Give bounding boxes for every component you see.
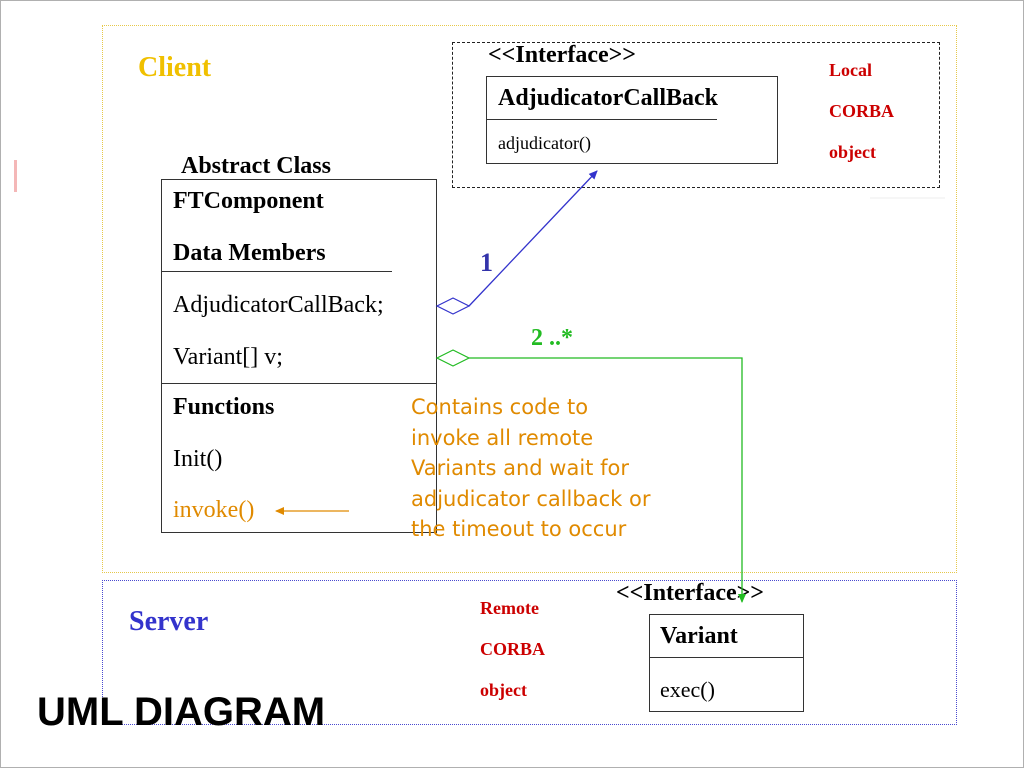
client-region [102, 25, 957, 573]
multiplicity-one: 1 [480, 248, 493, 277]
remote-note-line: Remote [480, 598, 539, 618]
server-region [102, 580, 957, 725]
class-name: AdjudicatorCallBack [498, 85, 719, 111]
class-method: exec() [660, 677, 715, 702]
note-line: adjudicator callback or [411, 486, 651, 511]
data-member: Variant[] v; [173, 344, 283, 370]
client-title: Client [138, 52, 212, 83]
note-line: Variants and wait for [411, 456, 629, 480]
callback-interface-stereotype: <<Interface>> [488, 42, 636, 68]
class-divider [162, 383, 436, 384]
aggregation-diamond-callback [435, 297, 471, 315]
function-item-invoke: invoke() [173, 497, 255, 523]
function-item: Init() [173, 446, 223, 472]
association-line-variant [469, 357, 746, 603]
decorative-bar [14, 160, 17, 192]
invoke-description-note: Contains code to invoke all remote Varia… [411, 392, 701, 545]
class-divider [650, 657, 803, 658]
remote-note-line: object [480, 680, 527, 700]
note-line: invoke all remote [411, 425, 594, 450]
note-line: Contains code to [411, 395, 589, 419]
class-method: adjudicator() [498, 133, 591, 153]
class-divider [487, 119, 717, 120]
multiplicity-many: 2 ..* [531, 325, 573, 351]
functions-header: Functions [173, 394, 275, 420]
decorative-line [870, 197, 945, 199]
data-member: AdjudicatorCallBack; [173, 292, 384, 318]
local-note-line: CORBA [829, 101, 895, 121]
note-line: the timeout to occur [411, 517, 627, 541]
variant-class: Variant exec() [649, 614, 804, 712]
class-name: Variant [660, 623, 738, 649]
class-name: FTComponent [173, 188, 324, 214]
local-note-line: object [829, 142, 876, 162]
adjudicator-callback-class: AdjudicatorCallBack adjudicator() [486, 76, 778, 164]
ftcomponent-class: FTComponent Data Members AdjudicatorCall… [161, 179, 437, 533]
remote-corba-note: Remote CORBA object [480, 588, 545, 711]
server-title: Server [129, 606, 209, 637]
slide-title: UML DIAGRAM [37, 690, 326, 734]
data-members-header: Data Members [173, 240, 326, 266]
remote-note-line: CORBA [480, 639, 546, 659]
local-note-line: Local [829, 60, 872, 80]
class-divider [162, 271, 392, 272]
local-corba-boundary [452, 42, 940, 188]
association-line-callback [468, 170, 598, 307]
abstract-class-label: Abstract Class [181, 153, 331, 179]
aggregation-diamond-variant [435, 349, 471, 367]
local-corba-note: Local CORBA object [829, 50, 894, 173]
